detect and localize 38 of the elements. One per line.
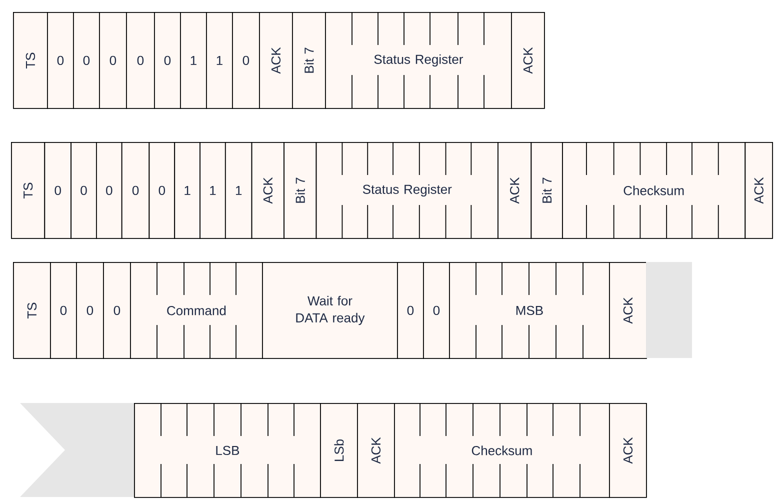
bit-cell: 1 <box>174 142 200 239</box>
bit-cell: 0 <box>103 262 131 359</box>
bit-cell: 1 <box>206 12 233 109</box>
bit-cell: TS <box>11 142 46 239</box>
bit-cell: 0 <box>232 12 260 109</box>
bit-cell: LSb <box>320 403 358 498</box>
bit-cell: ACK <box>511 12 545 109</box>
bit-cell: 0 <box>154 12 181 109</box>
bit-cell: 0 <box>73 12 100 109</box>
bit-cell: 0 <box>70 142 97 239</box>
bit-cell: Bit 7 <box>292 12 326 109</box>
bit-cell: 0 <box>99 12 127 109</box>
bit-cell: TS <box>13 12 48 109</box>
bit-cell: 0 <box>126 12 155 109</box>
bit-cell: 1 <box>180 12 207 109</box>
bit-cell: 0 <box>50 262 77 359</box>
bit-cell: ACK <box>251 142 284 239</box>
bit-cell: 0 <box>121 142 150 239</box>
bit-cell: Bit 7 <box>284 142 317 239</box>
bit-cell: 0 <box>47 12 74 109</box>
bit-cell: 1 <box>224 142 252 239</box>
continuation-band <box>646 262 692 358</box>
bit-cell: 0 <box>148 142 176 239</box>
bit-cell: ACK <box>259 12 293 109</box>
bit-cell: 0 <box>76 262 104 359</box>
bit-cell: TS <box>13 262 51 359</box>
bit-cell: 1 <box>200 142 226 239</box>
bit-cell: ACK <box>609 403 647 498</box>
bit-cell: 0 <box>423 262 450 359</box>
bit-cell: ACK <box>498 142 532 239</box>
bit-cell: 0 <box>96 142 122 239</box>
continuation-chevron <box>20 403 134 497</box>
bit-cell: ACK <box>744 142 773 239</box>
bit-cell: Bit 7 <box>530 142 563 239</box>
bit-cell: ACK <box>609 262 647 359</box>
bit-cell: ACK <box>357 403 395 498</box>
bit-cell: 0 <box>44 142 72 239</box>
bit-cell: 0 <box>397 262 424 359</box>
